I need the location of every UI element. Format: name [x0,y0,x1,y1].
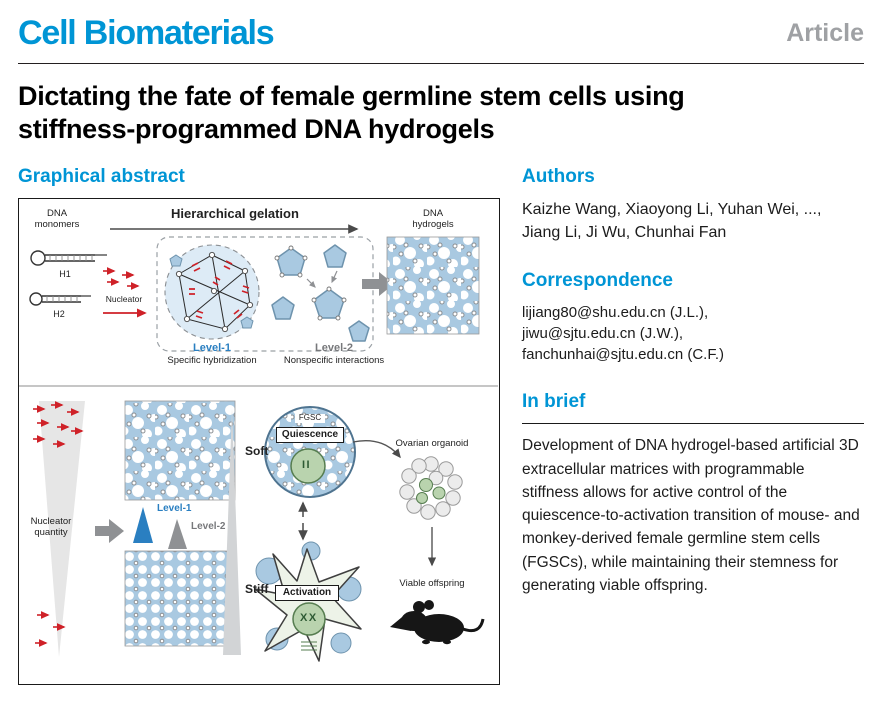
label-nucleator-quantity: Nucleator quantity [30,515,72,538]
level2-wedge [168,518,187,549]
label-nonspecific-interactions: Nonspecific interactions [283,354,385,366]
paper-title: Dictating the fate of female germline st… [18,81,685,144]
hairpin-h2-icon [29,292,91,306]
journal-logo: Cell Biomaterials [18,14,275,52]
correspondence-text: lijiang80@shu.edu.cn (J.L.), jiwu@sjtu.ed… [522,302,864,365]
label-stiff: Stiff [245,581,269,596]
to-hydrogel-arrow [362,271,394,296]
label-chromosome-active: XX [300,611,318,624]
masthead-divider [18,63,864,64]
in-brief-heading: In brief [522,391,586,413]
mouse-icon [390,599,485,645]
stiffness-gradient-triangle [223,408,241,655]
nucleator-arrows-sparse [35,610,66,647]
quiescent-cell [290,448,326,484]
level1-network [164,244,260,340]
label-chromosome-paused: II [302,458,312,471]
graphical-abstract-section: Graphical abstract [18,166,500,685]
graphical-abstract-figure: DNA monomers Hierarchical gelation DNA h… [18,197,500,685]
authors-heading: Authors [522,165,595,187]
label-fgsc: FGSC [295,413,325,423]
label-activation: Activation [275,584,339,602]
dna-hydrogel-pattern [386,236,480,335]
label-viable-offspring: Viable offspring [399,577,465,589]
article-type-label: Article [786,19,864,47]
gelation-dashed-box [156,236,374,352]
correspondence-email-1: lijiang80@shu.edu.cn (J.L.), [522,304,709,322]
info-sidebar: Authors Kaizhe Wang, Xiaoyong Li, Yuhan … [522,166,864,685]
label-hierarchical-gelation: Hierarchical gelation [171,205,299,221]
label-nucleator: Nucleator [105,293,143,304]
correspondence-email-3: fanchunhai@sjtu.edu.cn (C.F.) [522,346,724,364]
quantity-arrow [95,518,124,543]
stiff-gel-pattern [124,550,236,647]
label-dna-hydrogels: DNA hydrogels [412,207,454,230]
label-level2-gradient: Level-2 [191,520,226,532]
nucleator-arrows-dense [33,400,84,448]
label-h1: H1 [59,268,71,279]
label-level2: Level-2 [315,341,353,354]
masthead: Cell Biomaterials Article [18,12,864,53]
ovarian-organoid-icon [399,456,463,520]
label-ovarian-organoid: Ovarian organoid [395,437,469,449]
to-organoid-arrow [352,439,401,458]
activation-cell [254,541,362,662]
activated-cell-nucleus [292,602,326,636]
label-level1-gradient: Level-1 [157,502,192,514]
soft-gel-pattern [124,400,236,501]
label-specific-hybridization: Specific hybridization [167,354,257,366]
hydrogel-blobs [271,244,370,342]
paper-first-page: Cell Biomaterials Article Dictating the … [18,12,864,685]
label-level1: Level-1 [193,341,231,354]
in-brief-divider [522,423,864,425]
correspondence-email-2: jiwu@sjtu.edu.cn (J.W.), [522,325,684,343]
in-brief-text: Development of DNA hydrogel-based artifi… [522,437,860,594]
correspondence-heading: Correspondence [522,270,673,292]
graphical-abstract-heading: Graphical abstract [18,165,185,187]
label-quiescence: Quiescence [276,426,344,444]
label-h2: H2 [53,308,65,319]
authors-text: Kaizhe Wang, Xiaoyong Li, Yuhan Wei, ...… [522,200,822,242]
label-dna-monomers: DNA monomers [34,207,80,230]
quantity-wedge [39,400,85,657]
nucleator-arrows-icon [103,266,140,290]
hairpin-h1-icon [30,250,107,266]
level1-wedge [133,506,153,543]
label-soft: Soft [245,443,269,458]
